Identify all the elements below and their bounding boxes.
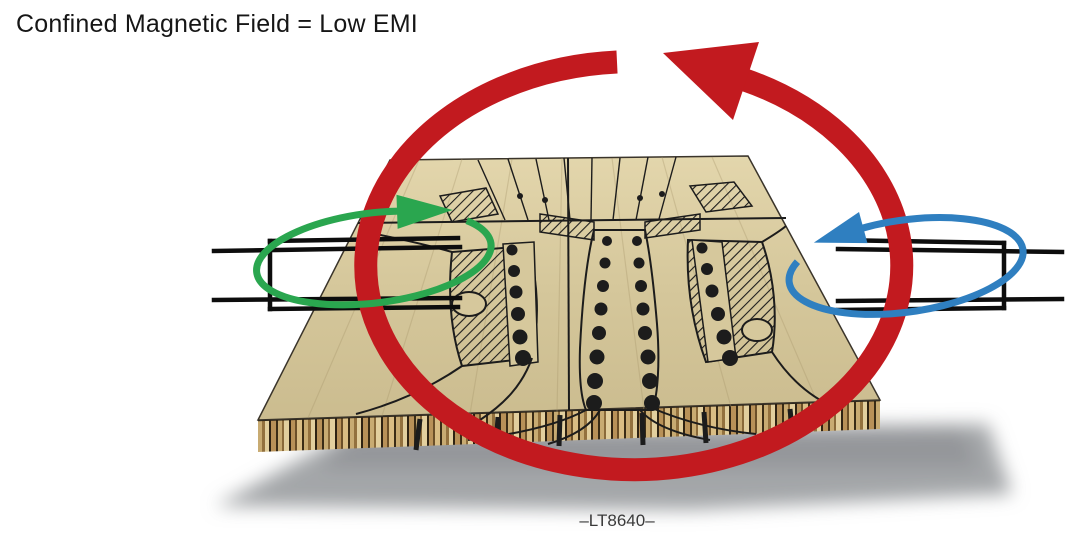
left-pad-hole — [451, 291, 487, 317]
blue-loop-body — [785, 214, 1027, 318]
red-arrowhead-icon — [663, 42, 759, 120]
part-number-caption: –LT8640– — [579, 511, 655, 530]
page-title: Confined Magnetic Field = Low EMI — [16, 10, 418, 38]
left-pad — [449, 241, 539, 368]
via-dots-center — [586, 236, 660, 411]
green-arrowhead-icon — [396, 194, 453, 229]
green-field-loop — [253, 194, 495, 309]
via-dots-right — [696, 242, 738, 366]
top-pads — [517, 191, 665, 203]
current-loop-wire-right — [835, 237, 1065, 313]
leadframe-artwork — [355, 156, 837, 451]
top-hatched-pads — [438, 181, 754, 223]
right-pad — [686, 238, 776, 366]
center-axis-line — [567, 157, 570, 411]
via-dots-left — [506, 244, 531, 366]
blue-arrowhead-icon — [813, 212, 868, 244]
center-bowtie-pads — [539, 213, 701, 241]
blue-field-loop — [785, 212, 1027, 318]
right-pad-hole — [741, 318, 773, 342]
green-loop-body — [253, 207, 495, 309]
